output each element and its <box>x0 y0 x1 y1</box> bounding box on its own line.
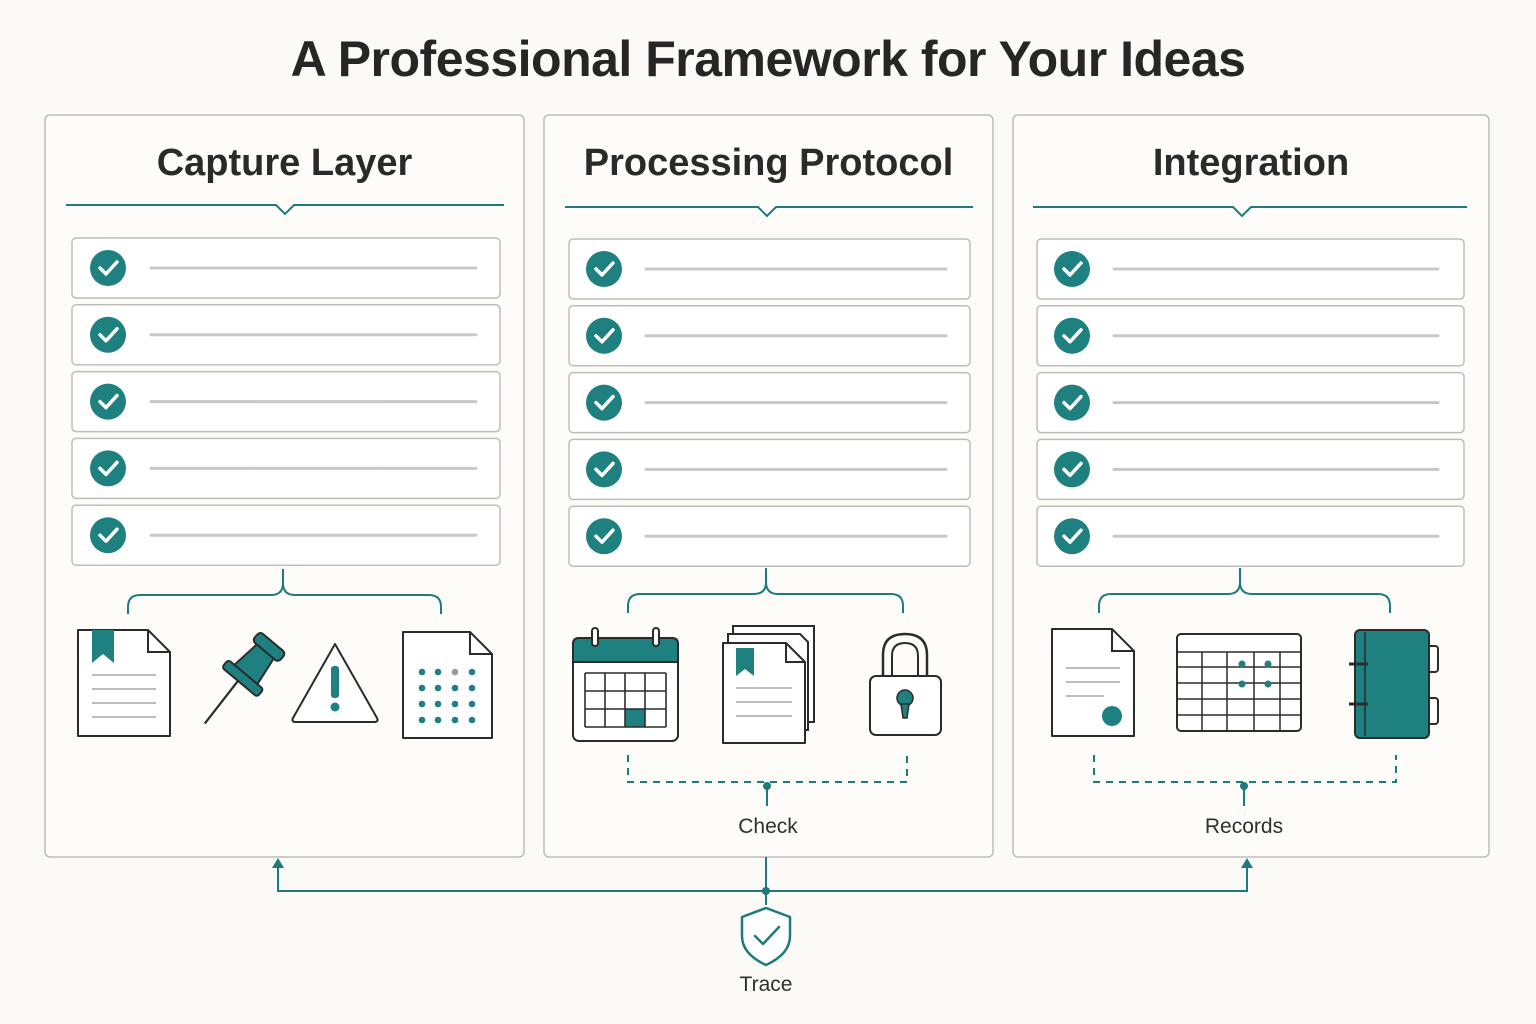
stacked-documents-icon <box>722 625 815 744</box>
panel-title-underline <box>66 204 504 216</box>
panel-title-processing: Processing Protocol <box>583 142 954 184</box>
dashed-connector-records <box>1093 755 1397 783</box>
sealed-document-icon <box>1051 628 1135 737</box>
checklist-item <box>71 370 501 433</box>
check-circle-icon <box>1054 251 1090 287</box>
check-circle-icon <box>90 517 126 554</box>
panel-title-underline <box>1033 206 1467 218</box>
bracket-connector <box>627 568 904 613</box>
checklist-item <box>568 438 971 501</box>
bracket-connector <box>127 569 442 614</box>
checklist-item <box>71 304 501 366</box>
table-grid-icon <box>1176 633 1302 732</box>
checklist-item <box>71 504 501 566</box>
checklist-item <box>71 437 501 500</box>
footer-label-records: Records <box>1204 815 1284 838</box>
checklist-item <box>1036 371 1465 434</box>
panel-title-capture: Capture Layer <box>156 142 413 184</box>
checklist-item <box>568 371 971 434</box>
warning-icon <box>291 643 379 723</box>
dashed-connector-check <box>627 755 908 783</box>
checklist-item <box>568 305 971 367</box>
checklist-item <box>1036 438 1465 501</box>
check-circle-icon <box>90 316 126 353</box>
trace-connector <box>277 857 1248 905</box>
trace-label: Trace <box>739 973 793 996</box>
check-circle-icon <box>586 251 622 287</box>
shield-check-icon <box>740 906 792 967</box>
check-circle-icon <box>586 518 622 555</box>
push-pin-icon <box>203 632 286 725</box>
check-circle-icon <box>90 383 126 420</box>
check-circle-icon <box>586 317 622 354</box>
checklist-item <box>71 237 501 299</box>
padlock-icon <box>869 632 942 736</box>
binder-notebook-icon <box>1349 629 1439 739</box>
checklist-item <box>568 238 971 300</box>
check-circle-icon <box>586 451 622 488</box>
footer-label-check: Check <box>738 815 798 838</box>
checklist-rows <box>71 237 1465 567</box>
check-circle-icon <box>90 450 126 487</box>
bookmarked-document-icon <box>77 629 171 737</box>
checklist-item <box>1036 305 1465 367</box>
check-circle-icon <box>586 384 622 421</box>
dot-grid-document-icon <box>402 631 493 739</box>
check-circle-icon <box>1054 518 1090 555</box>
check-circle-icon <box>1054 317 1090 354</box>
check-circle-icon <box>1054 451 1090 488</box>
panel-title-underline <box>565 206 973 218</box>
check-circle-icon <box>1054 384 1090 421</box>
calendar-icon <box>572 627 679 742</box>
checklist-item <box>1036 238 1465 300</box>
bracket-connector <box>1098 568 1391 613</box>
checklist-item <box>568 505 971 567</box>
page-title: A Professional Framework for Your Ideas <box>290 31 1246 87</box>
panel-title-integration: Integration <box>1152 142 1350 184</box>
checklist-item <box>1036 505 1465 567</box>
check-circle-icon <box>90 250 126 286</box>
